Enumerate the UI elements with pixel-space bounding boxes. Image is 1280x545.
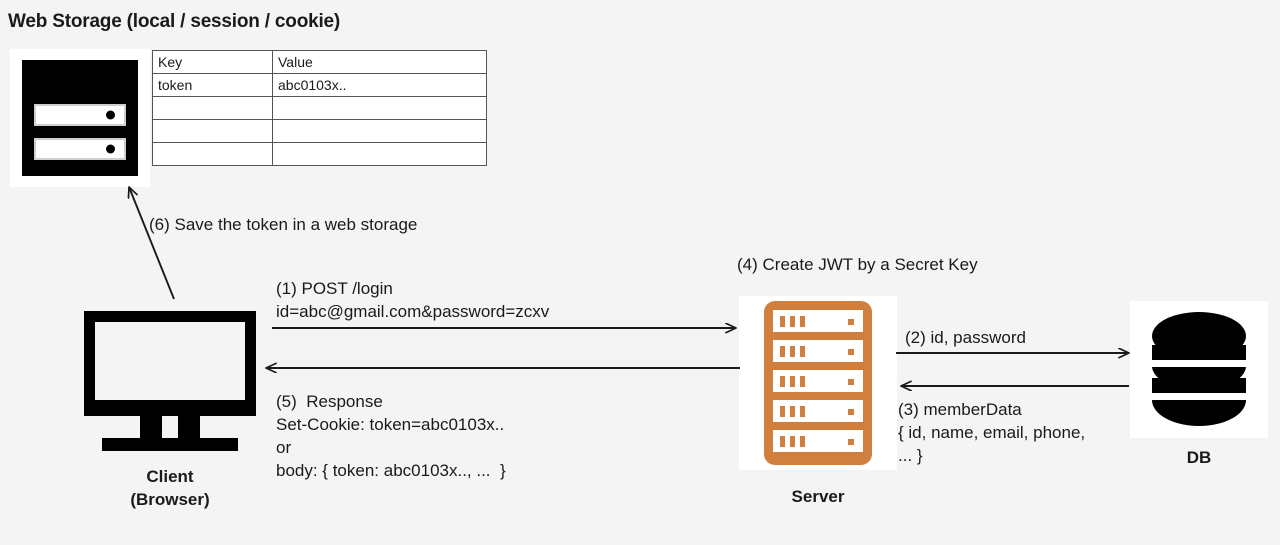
storage-key-value-table: Key Value token abc0103x.. [152,50,487,166]
storage-bay-top [34,104,126,126]
annotation-step-6: (6) Save the token in a web storage [149,215,418,234]
annotation-step-1: (1) POST /login id=abc@gmail.com&passwor… [276,279,550,321]
server-rack-icon [764,301,872,465]
storage-led-icon [106,110,115,120]
database-icon [1152,312,1246,426]
server-label: Server [791,487,845,506]
table-row [152,142,487,166]
server-slot [772,339,864,363]
table-header-row: Key Value [152,50,487,74]
db-gap [1152,393,1246,400]
client-label-line2: (Browser) [130,490,210,509]
cell-key [152,142,273,166]
cell-value [272,96,487,120]
annotation-step-2: (2) id, password [905,328,1026,347]
monitor-stand-left [140,416,162,438]
table-row: token abc0103x.. [152,73,487,97]
column-header-value: Value [272,50,487,74]
storage-bay-bottom [34,138,126,160]
web-storage-icon-card [10,49,150,187]
annotation-step-5: (5) Response Set-Cookie: token=abc0103x.… [276,392,506,480]
page-title: Web Storage (local / session / cookie) [8,11,341,32]
server-slot [772,399,864,423]
server-slot [772,429,864,453]
client-label: Client (Browser) [84,465,256,511]
monitor-screen [95,322,245,400]
cell-value: abc0103x.. [272,73,487,97]
cell-value [272,142,487,166]
database-label: DB [1186,448,1212,467]
annotation-step-3: (3) memberData { id, name, email, phone,… [898,400,1086,465]
cell-key [152,96,273,120]
cell-value [272,119,487,143]
monitor-stand-right [178,416,200,438]
cell-key: token [152,73,273,97]
database-icon-card [1130,301,1268,438]
client-label-line1: Client [146,467,194,486]
monitor-frame [84,311,256,416]
web-storage-icon [22,60,138,176]
client-monitor-icon [84,311,256,451]
table-row [152,119,487,143]
table-row [152,96,487,120]
column-header-key: Key [152,50,273,74]
storage-led-icon [106,144,115,154]
server-slot [772,309,864,333]
cell-key [152,119,273,143]
server-slot [772,369,864,393]
monitor-base [102,438,238,451]
server-icon-card [739,296,897,470]
arrow-step-6 [129,187,175,300]
annotation-step-4: (4) Create JWT by a Secret Key [737,255,978,274]
db-gap [1152,360,1246,367]
db-disc-top [1152,312,1246,360]
